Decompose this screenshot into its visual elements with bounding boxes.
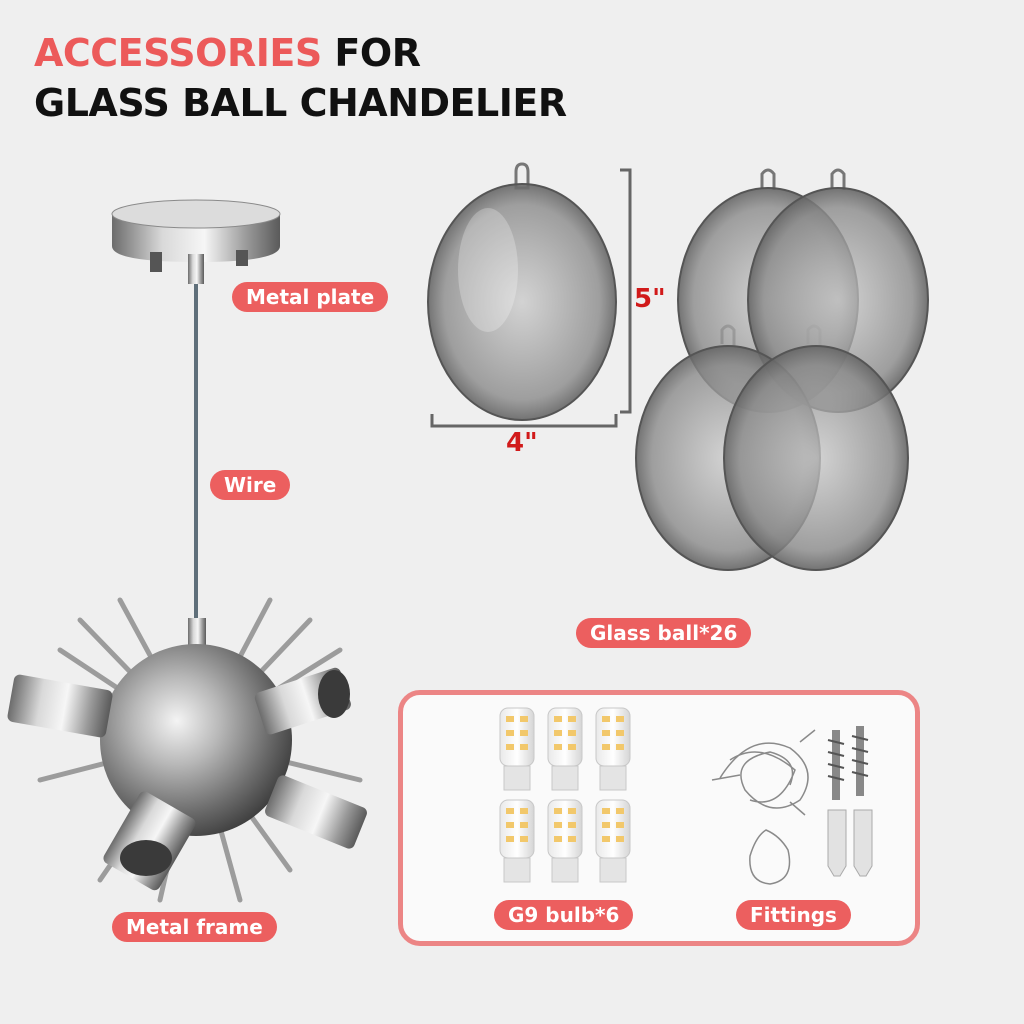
label-glass-ball: Glass ball*26 xyxy=(576,618,752,648)
width-dimension: 4" xyxy=(506,428,538,458)
title-line-1: ACCESSORIES FOR xyxy=(34,28,567,78)
label-wire: Wire xyxy=(210,470,291,500)
title-line-1-rest: FOR xyxy=(321,31,421,75)
title-accent: ACCESSORIES xyxy=(34,31,322,75)
screws-image xyxy=(827,726,869,800)
metal-plate-image xyxy=(111,199,281,284)
metal-frame-image xyxy=(7,597,367,903)
dimension-lines xyxy=(430,168,632,428)
page-title: ACCESSORIES FOR GLASS BALL CHANDELIER xyxy=(34,28,567,128)
label-metal-plate: Metal plate xyxy=(232,282,389,312)
glass-ball-image xyxy=(427,162,617,421)
wire-hooks-image xyxy=(711,729,816,885)
label-fittings: Fittings xyxy=(736,900,851,930)
height-dimension: 5" xyxy=(634,284,666,314)
glass-ball-cluster-image xyxy=(635,168,929,571)
label-metal-frame: Metal frame xyxy=(112,912,277,942)
wall-anchors-image xyxy=(827,809,873,877)
title-line-2: GLASS BALL CHANDELIER xyxy=(34,81,567,125)
g9-bulbs-image xyxy=(499,707,631,883)
label-g9-bulb: G9 bulb*6 xyxy=(494,900,634,930)
